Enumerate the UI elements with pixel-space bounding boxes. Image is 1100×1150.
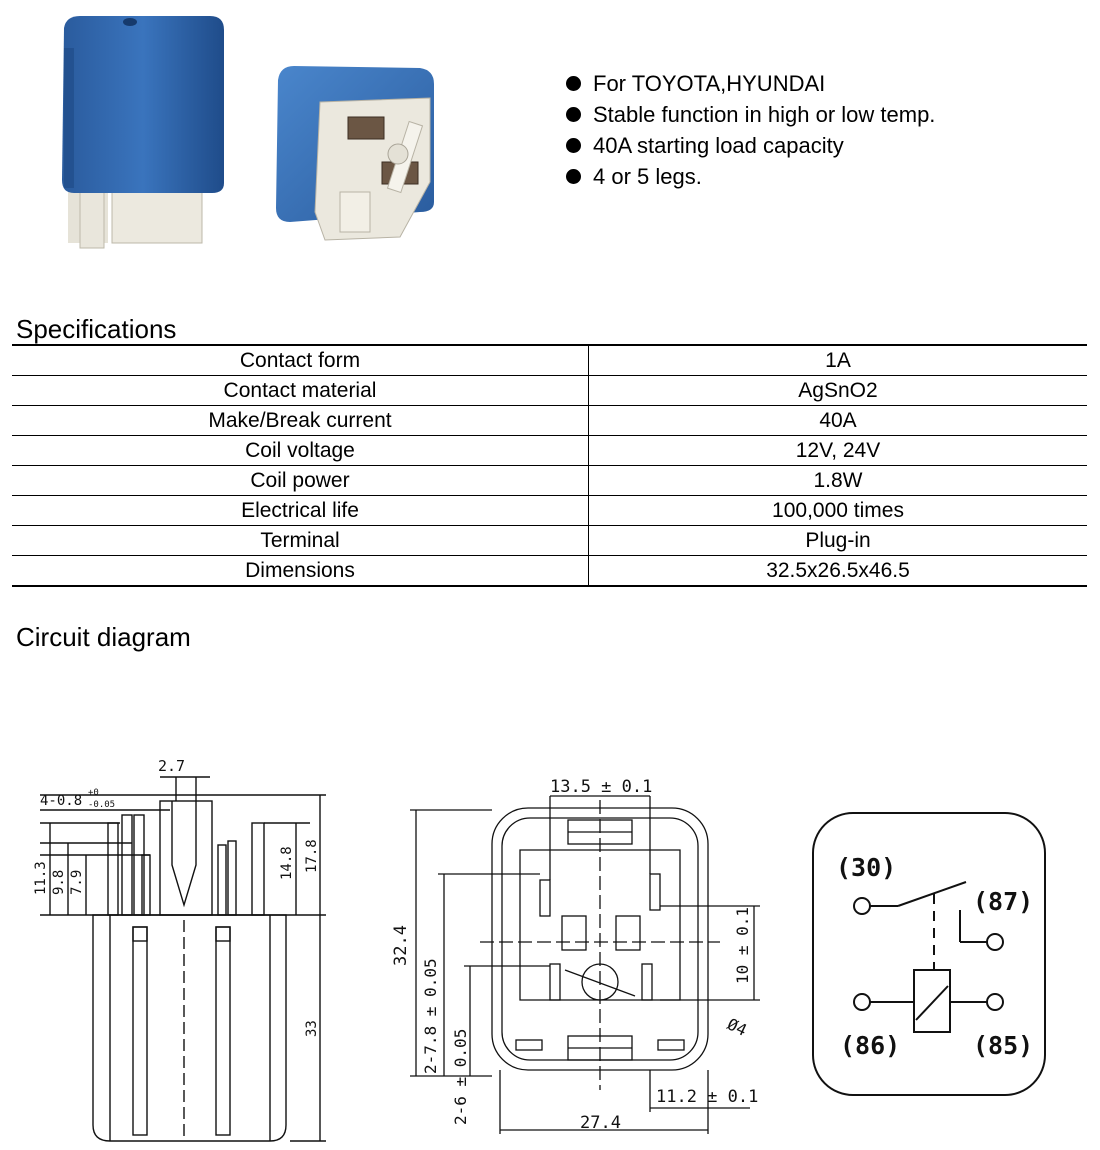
- dim-27-4: 27.4: [580, 1113, 621, 1133]
- dim-33: 33: [304, 1020, 320, 1037]
- pin-87-label: (87): [973, 887, 1033, 916]
- dim-pin-tol-lower: -0.05: [88, 800, 115, 810]
- spec-label: Contact material: [12, 375, 589, 406]
- bullet-icon: [566, 169, 581, 184]
- spec-label: Dimensions: [12, 555, 589, 587]
- bottom-view-drawing: 13.5 ± 0.1 32.4 2-7.8 ± 0.05 2-6 ± 0.05 …: [391, 777, 760, 1134]
- spec-label: Contact form: [12, 344, 589, 376]
- spec-value: Plug-in: [588, 525, 1087, 556]
- feature-item: 40A starting load capacity: [566, 130, 935, 161]
- feature-item: For TOYOTA,HYUNDAI: [566, 68, 935, 99]
- dim-11-3: 11.3: [33, 861, 49, 895]
- spec-value: 40A: [588, 405, 1087, 436]
- bullet-icon: [566, 138, 581, 153]
- spec-value: 100,000 times: [588, 495, 1087, 526]
- spec-value: 32.5x26.5x46.5: [588, 555, 1087, 587]
- spec-label: Make/Break current: [12, 405, 589, 436]
- bullet-icon: [566, 107, 581, 122]
- pin-30-label: (30): [836, 853, 896, 882]
- spec-label: Coil power: [12, 465, 589, 496]
- relay-photo-front: [62, 16, 224, 249]
- spec-label: Coil voltage: [12, 435, 589, 466]
- bullet-icon: [566, 76, 581, 91]
- spec-value: 1A: [588, 344, 1087, 376]
- spec-label: Terminal: [12, 525, 589, 556]
- feature-list: For TOYOTA,HYUNDAI Stable function in hi…: [566, 68, 935, 192]
- dim-32-4: 32.4: [391, 925, 411, 966]
- side-view-drawing: 2.7 4-0.8 +0 -0.05 11.3 9.8 7.9 14.8 17.…: [33, 757, 326, 1142]
- dim-13-5: 13.5 ± 0.1: [550, 777, 652, 797]
- dim-11-2: 11.2 ± 0.1: [656, 1087, 758, 1107]
- spec-label: Electrical life: [12, 495, 589, 526]
- specifications-title: Specifications: [16, 314, 177, 344]
- spec-value: 12V, 24V: [588, 435, 1087, 466]
- pin-86-label: (86): [840, 1031, 900, 1060]
- pin-85-label: (85): [973, 1031, 1033, 1060]
- dim-14-8: 14.8: [279, 846, 295, 880]
- dim-17-8: 17.8: [304, 839, 320, 873]
- relay-schematic: (30) (87) (86) (85): [812, 812, 1046, 1096]
- feature-item: Stable function in high or low temp.: [566, 99, 935, 130]
- dim-phi4: Ø4: [724, 1014, 749, 1039]
- spec-value: AgSnO2: [588, 375, 1087, 406]
- spec-value: 1.8W: [588, 465, 1087, 496]
- dim-pin: 4-0.8: [40, 793, 82, 809]
- feature-item: 4 or 5 legs.: [566, 161, 935, 192]
- relay-photo-angled: [276, 66, 434, 241]
- circuit-diagram-title: Circuit diagram: [16, 622, 191, 652]
- dim-2-7-8: 2-7.8 ± 0.05: [421, 958, 440, 1074]
- dim-pin-tol-upper: +0: [88, 788, 99, 798]
- dim-top: 2.7: [158, 757, 185, 775]
- dim-10: 10 ± 0.1: [733, 907, 752, 984]
- dim-9-8: 9.8: [51, 870, 67, 895]
- dim-7-9: 7.9: [69, 870, 85, 895]
- dim-2-6: 2-6 ± 0.05: [451, 1029, 470, 1125]
